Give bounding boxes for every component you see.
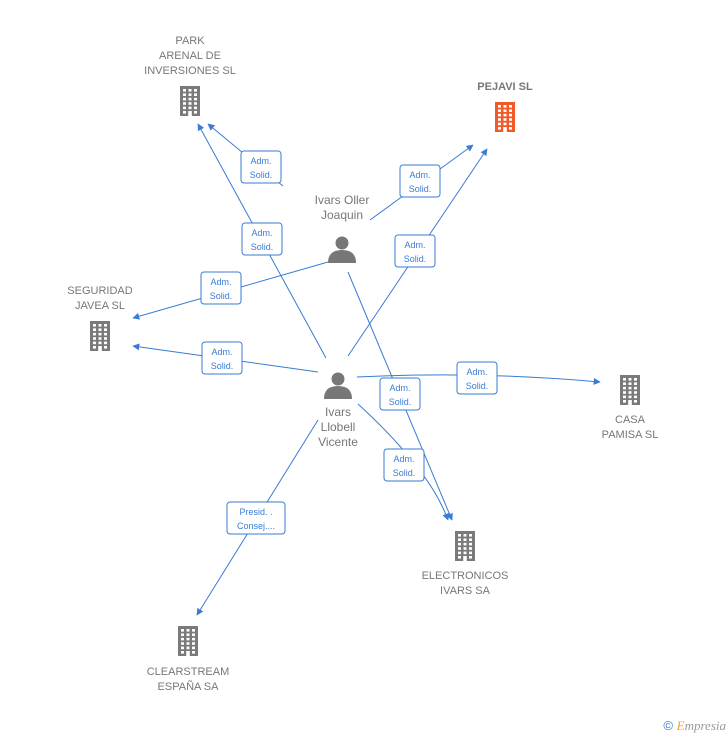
company-label-clearstream-line-1: CLEARSTREAM: [147, 666, 230, 678]
company-label-seguridad-line-1: SEGURIDAD: [67, 285, 132, 297]
edge-badge-oller-to-seguridad[interactable]: Adm. Solid.: [200, 271, 242, 305]
edge-badge-text-2: Solid.: [404, 254, 427, 264]
person-label-llobell-line-1: Ivars: [325, 405, 351, 419]
company-label-pejavi-line-1: PEJAVI SL: [477, 81, 533, 93]
edge-badge-text-2: Solid.: [210, 291, 233, 301]
company-label-park-line-1: PARK: [175, 35, 205, 47]
company-label-electronicos-line-2: IVARS SA: [440, 585, 491, 597]
edge-badge-text-2: Solid.: [389, 397, 412, 407]
edge-badge-text-2: Consej....: [237, 521, 275, 531]
company-icon-electronicos[interactable]: [455, 531, 475, 561]
edge-badge-llobell-to-seguridad[interactable]: Adm. Solid.: [201, 341, 243, 375]
company-label-casa-line-1: CASA: [615, 414, 646, 426]
edge-badge-oller-to-pejavi[interactable]: Adm. Solid.: [399, 164, 441, 198]
edge-badge-text-1: Adm.: [404, 240, 425, 250]
person-icon-llobell[interactable]: [324, 372, 352, 400]
company-label-casa-line-2: PAMISA SL: [602, 429, 659, 441]
company-label-park-line-3: INVERSIONES SL: [144, 65, 236, 77]
edge-badge-llobell-to-casa[interactable]: Adm. Solid.: [456, 361, 498, 395]
edge-badge-text-1: Adm.: [393, 454, 414, 464]
company-label-park-line-2: ARENAL DE: [159, 50, 221, 62]
company-icon-seguridad[interactable]: [90, 321, 110, 351]
edge-badge-text-2: Solid.: [466, 381, 489, 391]
company-icon-clearstream[interactable]: [178, 626, 198, 656]
company-icon-casa[interactable]: [620, 375, 640, 405]
person-icon-oller[interactable]: [328, 236, 356, 264]
company-label-clearstream-line-2: ESPAÑA SA: [158, 680, 220, 693]
edge-badge-oller-to-park[interactable]: Adm. Solid.: [240, 150, 282, 184]
edge-badge-llobell-to-electronicos[interactable]: Adm. Solid.: [383, 448, 425, 482]
company-label-seguridad-line-2: JAVEA SL: [75, 300, 125, 312]
person-label-llobell-line-2: Llobell: [321, 420, 356, 434]
person-label-oller-line-2: Joaquin: [321, 208, 363, 222]
company-icon-park[interactable]: [180, 86, 200, 116]
edge-badge-text-2: Solid.: [211, 361, 234, 371]
company-label-electronicos-line-1: ELECTRONICOS: [422, 570, 509, 582]
edge-badge-text-1: Adm.: [251, 228, 272, 238]
edge-badge-text-1: Adm.: [250, 156, 271, 166]
edge-badge-text-2: Solid.: [250, 170, 273, 180]
edge-badge-text-1: Adm.: [389, 383, 410, 393]
copyright-symbol: ©: [663, 718, 674, 733]
edge-badge-text-2: Solid.: [409, 184, 432, 194]
company-icon-pejavi[interactable]: [495, 102, 515, 132]
edge-badge-text-2: Solid.: [393, 468, 416, 478]
person-label-oller-line-1: Ivars Oller: [315, 193, 370, 207]
badges-layer: Adm. Solid. Adm. Solid. Adm. Solid. Adm. Solid.…: [200, 150, 498, 535]
edge-badge-oller-to-electronicos[interactable]: Adm. Solid.: [379, 377, 421, 411]
edge-badge-text-1: Adm.: [211, 347, 232, 357]
brand-initial: E: [676, 718, 685, 733]
edge-badge-llobell-to-clearstream[interactable]: Presid. . Consej....: [226, 501, 286, 535]
brand-name: mpresia: [684, 718, 726, 733]
nodes-layer: PARK ARENAL DE INVERSIONES SL PEJAVI SL SEGU…: [67, 35, 658, 693]
footer-brand[interactable]: © Empresia: [663, 718, 726, 734]
edge-badge-text-1: Adm.: [210, 277, 231, 287]
edge-badge-llobell-to-park[interactable]: Adm. Solid.: [241, 222, 283, 256]
edge-badge-text-2: Solid.: [251, 242, 274, 252]
edge-badge-text-1: Presid. .: [239, 507, 272, 517]
person-label-llobell-line-3: Vicente: [318, 435, 358, 449]
edge-badge-text-1: Adm.: [409, 170, 430, 180]
edge-badge-llobell-to-pejavi[interactable]: Adm. Solid.: [394, 234, 436, 268]
edge-badge-text-1: Adm.: [466, 367, 487, 377]
